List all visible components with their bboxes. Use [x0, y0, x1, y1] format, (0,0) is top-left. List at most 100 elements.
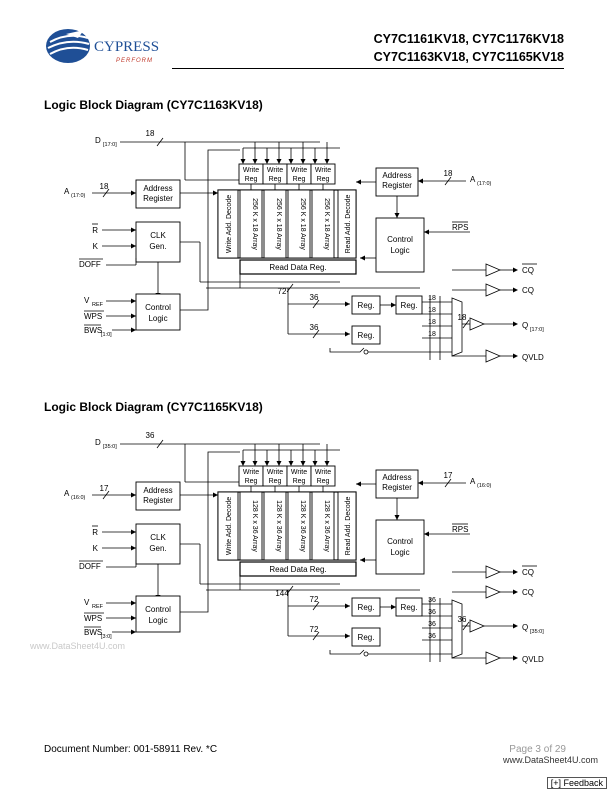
control-logic-label: Logic	[390, 246, 409, 255]
clk-gen	[135, 221, 181, 263]
arrowhead-icon	[131, 545, 136, 551]
address-register-label: Address	[382, 171, 411, 180]
arrowhead-icon	[240, 159, 246, 164]
clk-inv	[329, 649, 365, 655]
doff-input-label: DOFF	[79, 562, 101, 571]
q-label: Q	[522, 321, 528, 330]
arrowhead-icon	[424, 229, 429, 235]
out-bus-width: 36	[428, 633, 436, 640]
bus-slash	[312, 601, 320, 611]
write-reg-label: Write	[291, 167, 307, 174]
cq-bar-buffer	[485, 263, 502, 277]
a-right-subscript: (16:0)	[477, 483, 492, 489]
address-register-left	[135, 481, 181, 511]
a-input-label: A	[64, 187, 70, 196]
bus-slash	[444, 176, 452, 186]
arrowhead-icon	[345, 331, 350, 337]
arrowhead-icon	[131, 190, 136, 196]
arrowhead-icon	[513, 321, 518, 327]
control-logic-label: Control	[387, 537, 413, 546]
reg-label: Reg.	[401, 301, 418, 310]
qvld-buffer	[485, 651, 502, 665]
write-reg-label: Reg	[293, 176, 306, 183]
address-register-left	[135, 179, 181, 209]
arrowhead-icon	[131, 529, 136, 535]
reg-label: Reg.	[358, 603, 375, 612]
out-bus-width: 36	[428, 609, 436, 616]
diagram2-svg: D[35:0]36WriteRegWriteRegWriteRegWriteRe…	[64, 431, 544, 665]
bus-slash	[102, 188, 110, 198]
reg-label: Reg.	[358, 633, 375, 642]
write-reg-label: Reg	[317, 176, 330, 183]
document-number: Document Number: 001-58911 Rev. *C	[44, 744, 218, 755]
r-input-label: R	[92, 528, 98, 537]
address-register-label: Address	[143, 486, 172, 495]
arrowhead-icon	[264, 159, 270, 164]
output-mux	[451, 297, 463, 357]
qvld-label: QVLD	[522, 655, 544, 664]
write-reg-label: Reg	[317, 478, 330, 485]
memory-array-label: 256 K x 18 Array	[323, 198, 330, 250]
control-to-write	[180, 451, 240, 613]
arrowhead-icon	[513, 569, 518, 575]
d-input-subscript: [35:0]	[103, 444, 117, 450]
arrowhead-icon	[276, 159, 282, 164]
write-reg-label: Write	[315, 167, 331, 174]
bws-input-label: BWS	[84, 628, 102, 637]
d-input-label: D	[95, 136, 101, 145]
cypress-logo: CYPRESS PERFORM	[44, 24, 174, 68]
rps-input-label: RPS	[452, 525, 468, 534]
address-register-label: Address	[382, 473, 411, 482]
mid-bus-1-width: 72	[310, 595, 319, 604]
mid-bus-1-width: 36	[310, 293, 319, 302]
bus-slash	[156, 439, 164, 449]
cq-bar-label: CQ	[522, 568, 534, 577]
bus-slash	[102, 490, 110, 500]
out-bus-width: 18	[428, 295, 436, 302]
arrowhead-icon	[513, 589, 518, 595]
address-register-label: Register	[143, 194, 173, 203]
q-buffer	[469, 619, 486, 633]
arrowhead-icon	[252, 461, 258, 466]
arrowhead-icon	[513, 655, 518, 661]
mid-bus-2-width: 36	[310, 323, 319, 332]
clk-inv	[329, 347, 365, 353]
bus-slash	[462, 621, 470, 631]
a-right-label: A	[470, 477, 476, 486]
vref-subscript: REF	[92, 302, 104, 308]
arrowhead-icon	[240, 461, 246, 466]
output-mux	[451, 599, 463, 659]
page-number: Page 3 of 29	[509, 744, 566, 755]
bus-slash	[156, 137, 164, 147]
clk-gen-label: Gen.	[149, 242, 166, 251]
doff-input-label: DOFF	[79, 260, 101, 269]
feedback-link[interactable]: [+] Feedback	[546, 777, 607, 789]
out-bus-width: 18	[428, 307, 436, 314]
header-part-numbers-line1: CY7C1161KV18, CY7C1176KV18	[373, 32, 564, 46]
arrowhead-icon	[131, 243, 136, 249]
read-addr-decode	[337, 491, 357, 561]
bus-slash	[444, 478, 452, 488]
memory-array-label: 256 K x 18 Array	[251, 198, 258, 250]
out-bus-width: 18	[428, 331, 436, 338]
diagram1-title: Logic Block Diagram (CY7C1163KV18)	[44, 98, 263, 112]
arrowhead-icon	[345, 633, 350, 639]
bus-slash	[312, 299, 320, 309]
inverter-bubble	[363, 349, 369, 355]
memory-array-label: 256 K x 18 Array	[275, 198, 282, 250]
clk-gen-label: CLK	[150, 231, 166, 240]
array-block	[217, 491, 357, 561]
reg-2	[351, 627, 381, 647]
q-bus-width: 18	[458, 313, 467, 322]
write-reg-label: Write	[243, 469, 259, 476]
write-reg-label: Reg	[293, 478, 306, 485]
control-logic-left	[135, 595, 181, 633]
watermark-right: www.DataSheet4U.com	[502, 755, 598, 765]
write-reg-label: Write	[267, 167, 283, 174]
arrowhead-icon	[252, 159, 258, 164]
watermark-left: www.DataSheet4U.com	[30, 641, 126, 651]
arrowhead-icon	[276, 461, 282, 466]
d-bus-width: 36	[146, 431, 155, 440]
wps-input-label: WPS	[84, 312, 102, 321]
write-addr-decode	[217, 189, 239, 259]
